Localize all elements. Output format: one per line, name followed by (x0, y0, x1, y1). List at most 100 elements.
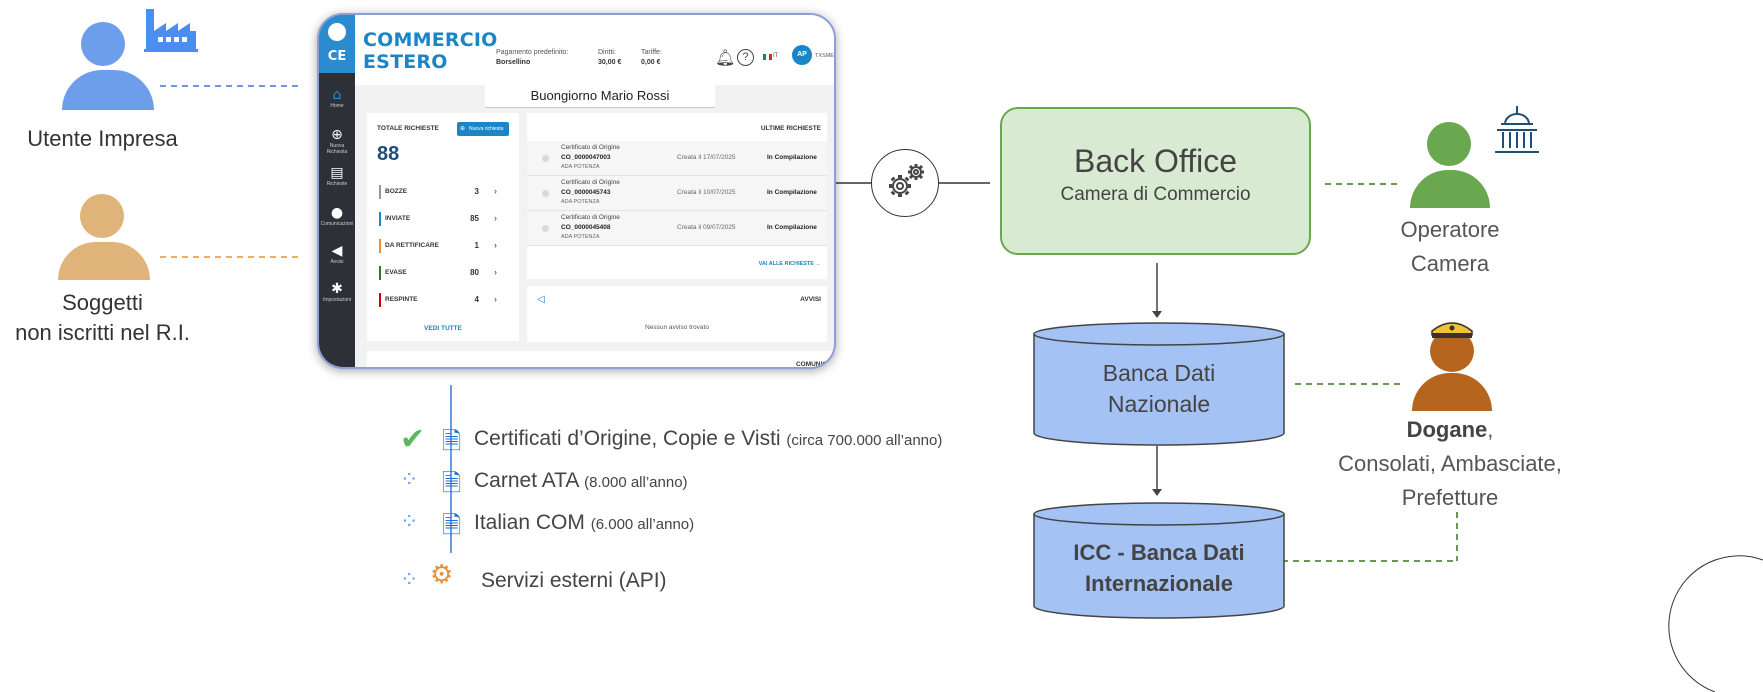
req-code: CO_0000045743 (561, 189, 611, 196)
vedi-tutte-link[interactable]: VEDI TUTTE (424, 325, 462, 332)
status-dot-icon (542, 155, 549, 162)
chevron-right-icon: › (494, 294, 497, 304)
dogane-line1: Dogane, (1330, 413, 1570, 447)
avvisi-empty: Nessun avviso trovato (645, 324, 709, 331)
service-title: Servizi esterni (API) (481, 569, 667, 592)
check-icon: ✔ (400, 422, 426, 457)
police-cap-icon (1428, 319, 1476, 341)
service-note: (circa 700.000 all’anno) (786, 432, 943, 449)
app-logo[interactable]: CE (319, 15, 355, 73)
stat-count: 80 (470, 268, 479, 277)
status-dot-icon (542, 225, 549, 232)
app-brand: COMMERCIO ESTERO (363, 29, 498, 73)
user-code: TXSME (815, 53, 834, 59)
avatar[interactable]: AP (792, 45, 812, 65)
stat-count: 3 (474, 187, 479, 196)
dogane-line3: Prefetture (1401, 485, 1499, 510)
comunicazioni-label: COMUNIC (795, 361, 827, 368)
bell-icon[interactable]: 🔔︎ (715, 48, 736, 67)
table-row[interactable]: Certificato di Origine CO_0000045408 ADA… (527, 211, 827, 246)
stat-row[interactable]: RESPINTE 4› (379, 293, 497, 307)
tariffe-label: Tariffe: (641, 49, 662, 56)
soggetti-label-line1: Soggetti (62, 290, 143, 315)
sidebar-item-nuova[interactable]: ⊕ Nuova Richiesta (319, 127, 355, 155)
sidebar-item-avvisi[interactable]: ◀ Avvisi (319, 243, 355, 265)
plus-icon: ⊕ (460, 126, 466, 132)
backoffice-subtitle: Camera di Commercio (1060, 184, 1251, 205)
sidebar-item-richieste[interactable]: ▤ Richieste (319, 165, 355, 187)
req-date: Creata il 17/07/2025 (677, 154, 736, 161)
chevron-right-icon: › (494, 213, 497, 223)
operatore-line1: Operatore (1400, 217, 1500, 242)
tariffe-value: 0,00 € (641, 59, 661, 66)
megaphone-icon: ◁ (537, 294, 545, 305)
service-title: Certificati d’Origine, Copie e Visti (474, 427, 781, 450)
chat-icon: ● (330, 205, 344, 221)
stat-count: 85 (470, 214, 479, 223)
req-date: Creata il 10/07/2025 (677, 189, 736, 196)
avvisi-panel: ◁ AVVISI Nessun avviso trovato (527, 286, 827, 342)
utente-impresa-avatar (62, 22, 154, 110)
factory-icon (144, 9, 198, 54)
service-text: Carnet ATA (8.000 all’anno) (474, 469, 688, 493)
document-icon: 🗎 (442, 470, 462, 497)
diritti-label: Diritti: (598, 49, 616, 56)
table-row[interactable]: Certificato di Origine CO_0000045743 ADA… (527, 176, 827, 211)
operatore-line2: Camera (1410, 251, 1490, 276)
db-icc-line2: Internazionale (1085, 571, 1233, 596)
req-status: In Compilazione (767, 224, 817, 231)
sidebar-item-impostazioni[interactable]: ✱ Impostazioni (319, 281, 355, 303)
stat-row[interactable]: BOZZE 3› (379, 185, 497, 199)
stat-label: INVIATE (385, 215, 411, 222)
dogane-comma: , (1487, 417, 1494, 442)
app-window: CE ⌂ Home ⊕ Nuova Richiesta ▤ Richieste … (317, 13, 836, 369)
stat-row[interactable]: DA RETTIFICARE 1› (379, 239, 497, 253)
document-icon: 🗎 (442, 512, 462, 539)
sidebar-item-label: Richieste (326, 181, 348, 187)
stat-count: 1 (474, 241, 479, 250)
ultime-richieste-panel: ULTIME RICHIESTE Certificato di Origine … (527, 113, 827, 279)
sidebar-item-home[interactable]: ⌂ Home (319, 87, 355, 109)
table-row[interactable]: Certificato di Origine CO_0000047003 ADA… (527, 141, 827, 176)
totale-value: 88 (377, 143, 400, 165)
totale-panel: TOTALE RICHIESTE ⊕ Nuova richiesta 88 BO… (367, 113, 519, 341)
service-text: Certificati d’Origine, Copie e Visti (ci… (474, 427, 942, 451)
db-icc-cylinder (1033, 502, 1285, 620)
italy-flag-icon (763, 54, 772, 60)
stat-label: EVASE (385, 269, 407, 276)
utente-impresa-label: Utente Impresa (27, 126, 178, 151)
pagamento-value: Borsellino (496, 59, 531, 66)
diritti-value: 30,00 € (598, 59, 622, 66)
sidebar-item-label: Nuova Richiesta (326, 143, 348, 155)
operatore-avatar (1410, 122, 1490, 208)
brand-line1: COMMERCIO (363, 29, 498, 51)
bo-db-arrowhead (1152, 311, 1162, 318)
sidebar-item-comunicazioni[interactable]: ● Comunicazioni (319, 205, 355, 227)
vai-alle-richieste-link[interactable]: VAI ALLE RICHIESTE → (758, 261, 821, 267)
stat-row[interactable]: INVIATE 85 › (379, 212, 497, 226)
db-icc-label: ICC - Banca Dati Internazionale (1033, 537, 1285, 599)
db-icc-arrowhead (1152, 489, 1162, 496)
help-icon[interactable]: ? (737, 49, 754, 66)
stat-row[interactable]: EVASE 80› (379, 266, 497, 280)
loading-spinner-icon: ⁘ (400, 568, 419, 593)
lang-label[interactable]: IT (773, 53, 779, 59)
greeting: Buongiorno Mario Rossi (485, 85, 715, 108)
operatore-label: Operatore Camera (1375, 213, 1525, 281)
backoffice-box: Back Office Camera di Commercio (1000, 107, 1311, 255)
nuova-richiesta-button[interactable]: ⊕ Nuova richiesta (457, 122, 509, 136)
service-note: (8.000 all’anno) (584, 474, 688, 491)
app-sidebar: CE ⌂ Home ⊕ Nuova Richiesta ▤ Richieste … (319, 15, 355, 367)
service-title: Carnet ATA (474, 469, 579, 492)
service-text: Servizi esterni (API) (481, 569, 667, 593)
brand-line2: ESTERO (363, 51, 448, 73)
sidebar-item-label: Avvisi (330, 259, 344, 265)
plus-circle-icon: ⊕ (331, 127, 343, 143)
gears-orange-icon: ⚙ (430, 560, 454, 590)
corner-arc (1668, 555, 1763, 692)
req-type: Certificato di Origine (561, 144, 620, 151)
db-nazionale-label: Banca Dati Nazionale (1033, 358, 1285, 420)
soggetti-avatar (58, 194, 150, 280)
chevron-right-icon: › (494, 186, 497, 196)
req-code: CO_0000045408 (561, 224, 611, 231)
